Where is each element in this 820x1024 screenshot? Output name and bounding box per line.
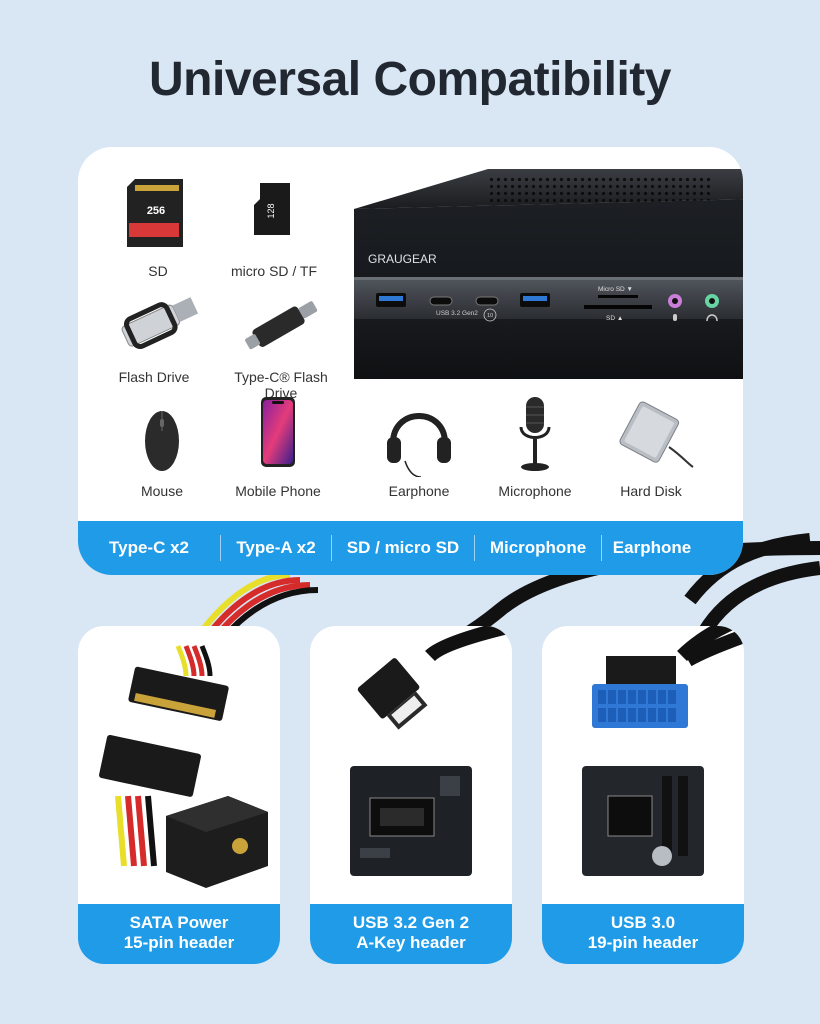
usb-32-gen2-card: USB 3.2 Gen 2 A-Key header xyxy=(310,626,512,964)
speed-badge-icon xyxy=(483,308,497,322)
caption-line: USB 3.0 xyxy=(610,913,676,932)
feature-sd: SD / micro SD xyxy=(346,538,460,557)
flash-drive-icon xyxy=(121,297,199,350)
device-label: Hard Disk xyxy=(620,483,682,499)
device-earphone: Earphone xyxy=(359,397,479,499)
usb-19-pin-connector-illustration xyxy=(582,626,744,876)
sata-power-caption: SATA Power 15-pin header xyxy=(78,904,280,964)
device-label: Earphone xyxy=(388,483,450,499)
micro-sd-card-icon: 128 xyxy=(254,183,290,235)
usb-30-caption: USB 3.0 19-pin header xyxy=(542,904,744,964)
sata-connector-illustration xyxy=(99,645,268,888)
mobile-phone-icon xyxy=(261,397,295,467)
sd-slot[interactable] xyxy=(584,305,652,309)
usb-32-gen2-caption: USB 3.2 Gen 2 A-Key header xyxy=(310,904,512,964)
device-hard-disk: Hard Disk xyxy=(591,397,711,499)
caption-line: SATA Power xyxy=(129,913,229,932)
usb-a-port-1[interactable] xyxy=(376,293,406,307)
caption-line: A-Key header xyxy=(356,933,466,952)
hard-disk-icon xyxy=(619,401,694,468)
sd-card-icon: 256 xyxy=(127,179,183,247)
device-label: SD xyxy=(148,263,168,279)
device-mobile-phone: Mobile Phone xyxy=(218,397,338,499)
device-sd: 256 SD xyxy=(98,177,218,279)
caption-line: 19-pin header xyxy=(587,933,699,952)
compatibility-card: 256 SD 128 micro SD / TF Flash Drive xyxy=(78,147,743,575)
divider xyxy=(474,535,475,561)
headphones-icon xyxy=(387,413,451,478)
page-title: Universal Compatibility xyxy=(149,53,671,106)
feature-banner: Type-C x2 Type-A x2 SD / micro SD Microp… xyxy=(78,521,743,575)
usb-c-port-2[interactable] xyxy=(475,296,499,306)
sata-power-card: SATA Power 15-pin header xyxy=(78,626,280,964)
sd-slot-label: SD ▲ xyxy=(606,315,623,322)
micro-sd-slot-label: Micro SD ▼ xyxy=(598,286,633,293)
caption-line: 15-pin header xyxy=(123,933,235,952)
power-supply-icon xyxy=(166,796,268,888)
type-c-flash-drive-icon xyxy=(245,301,318,350)
device-label: Mobile Phone xyxy=(235,483,321,499)
divider xyxy=(601,535,602,561)
micro-sd-capacity: 128 xyxy=(266,203,276,218)
sd-capacity: 256 xyxy=(147,205,165,217)
device-microphone: Microphone xyxy=(475,397,595,499)
feature-microphone: Microphone xyxy=(489,538,587,557)
feature-type-a: Type-A x2 xyxy=(236,538,316,557)
feature-earphone: Earphone xyxy=(612,538,692,557)
caption-line: USB 3.2 Gen 2 xyxy=(352,913,470,932)
device-type-c-flash-drive: Type-C® Flash Drive xyxy=(221,283,341,401)
device-mouse: Mouse xyxy=(102,397,222,499)
device-label: Mouse xyxy=(140,483,184,499)
mic-symbol-icon xyxy=(673,314,677,321)
usb-gen-label: USB 3.2 Gen2 xyxy=(436,310,478,317)
usb-c-port-1[interactable] xyxy=(429,296,453,306)
motherboard-header-photo xyxy=(582,766,704,876)
device-micro-sd: 128 micro SD / TF xyxy=(214,177,334,279)
speed-badge: 10 xyxy=(487,313,493,319)
mouse-icon xyxy=(145,411,179,471)
device-flash-drive: Flash Drive xyxy=(94,283,214,385)
usb-key-a-connector-illustration xyxy=(350,626,512,876)
divider xyxy=(220,535,221,561)
device-label: Flash Drive xyxy=(118,369,190,385)
micro-sd-slot[interactable] xyxy=(598,295,638,298)
divider xyxy=(331,535,332,561)
device-label: micro SD / TF xyxy=(230,263,318,279)
front-panel-hub: GRAUGEAR USB 3.2 Gen2 10 Micro SD ▼ SD ▲ xyxy=(354,169,743,379)
feature-type-c: Type-C x2 xyxy=(109,538,189,557)
microphone-icon xyxy=(519,397,551,471)
motherboard-header-photo xyxy=(350,766,472,876)
earphone-jack[interactable] xyxy=(705,294,719,308)
hub-brand-logo: GRAUGEAR xyxy=(368,252,437,266)
device-label: Microphone xyxy=(498,483,572,499)
usb-a-port-2[interactable] xyxy=(520,293,550,307)
microphone-jack[interactable] xyxy=(668,294,682,308)
usb-30-card: USB 3.0 19-pin header xyxy=(542,626,744,964)
headphone-symbol-icon xyxy=(706,314,718,322)
